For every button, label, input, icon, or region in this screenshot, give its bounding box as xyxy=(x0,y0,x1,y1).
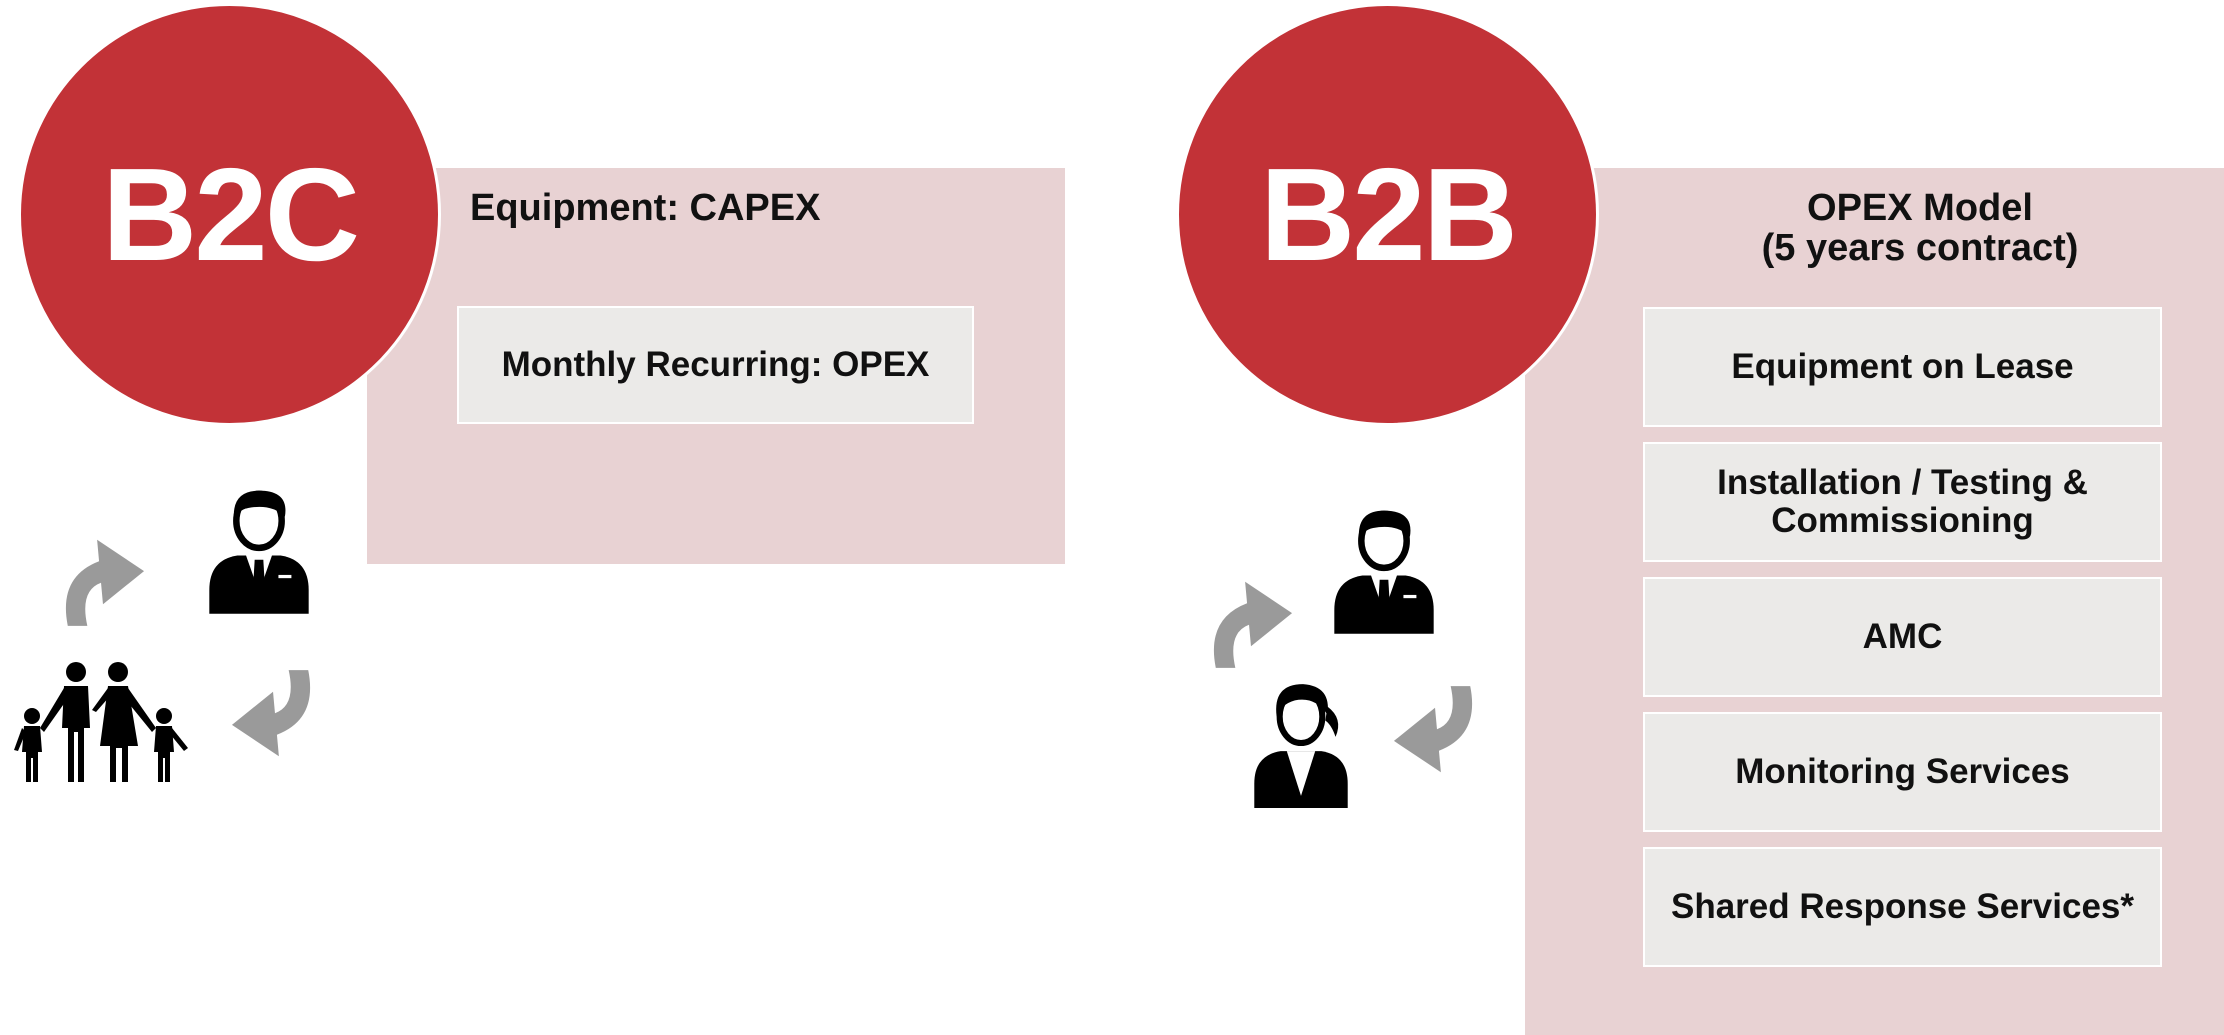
cycle-arrow-down-icon xyxy=(1392,684,1480,792)
b2c-equipment-label: Equipment: CAPEX xyxy=(470,187,821,229)
family-icon xyxy=(12,662,192,782)
businessman-icon xyxy=(205,484,313,614)
b2b-item-label-line2: Commissioning xyxy=(1771,501,2034,540)
b2b-item-amc: AMC xyxy=(1643,577,2162,697)
b2b-item-installation: Installation / Testing & Commissioning xyxy=(1643,442,2162,562)
b2c-monthly-label: Monthly Recurring: OPEX xyxy=(501,345,930,384)
b2b-item-label: Monitoring Services xyxy=(1735,752,2070,791)
b2b-item-monitoring: Monitoring Services xyxy=(1643,712,2162,832)
businessman-icon xyxy=(1330,504,1438,634)
b2b-item-equipment-lease: Equipment on Lease xyxy=(1643,307,2162,427)
businesswoman-icon xyxy=(1248,676,1354,808)
b2b-model-title: OPEX Model (5 years contract) xyxy=(1680,188,2160,268)
b2b-model-title-line2: (5 years contract) xyxy=(1761,227,2079,269)
b2b-item-label: Shared Response Services* xyxy=(1670,887,2134,926)
b2c-badge: B2C xyxy=(18,3,441,426)
b2b-badge: B2B xyxy=(1176,3,1599,426)
b2c-badge-label: B2C xyxy=(101,141,360,288)
b2b-badge-label: B2B xyxy=(1259,141,1518,288)
b2b-item-label-line1: Installation / Testing & xyxy=(1717,463,2088,502)
b2b-model-title-line1: OPEX Model xyxy=(1807,187,2033,229)
b2b-item-label: Equipment on Lease xyxy=(1731,347,2074,386)
cycle-arrow-down-icon xyxy=(230,668,318,776)
b2b-item-shared-response: Shared Response Services* xyxy=(1643,847,2162,967)
b2c-monthly-box: Monthly Recurring: OPEX xyxy=(457,306,974,424)
cycle-arrow-up-icon xyxy=(58,520,146,628)
cycle-arrow-up-icon xyxy=(1206,562,1294,670)
b2b-item-label: AMC xyxy=(1862,617,1943,656)
